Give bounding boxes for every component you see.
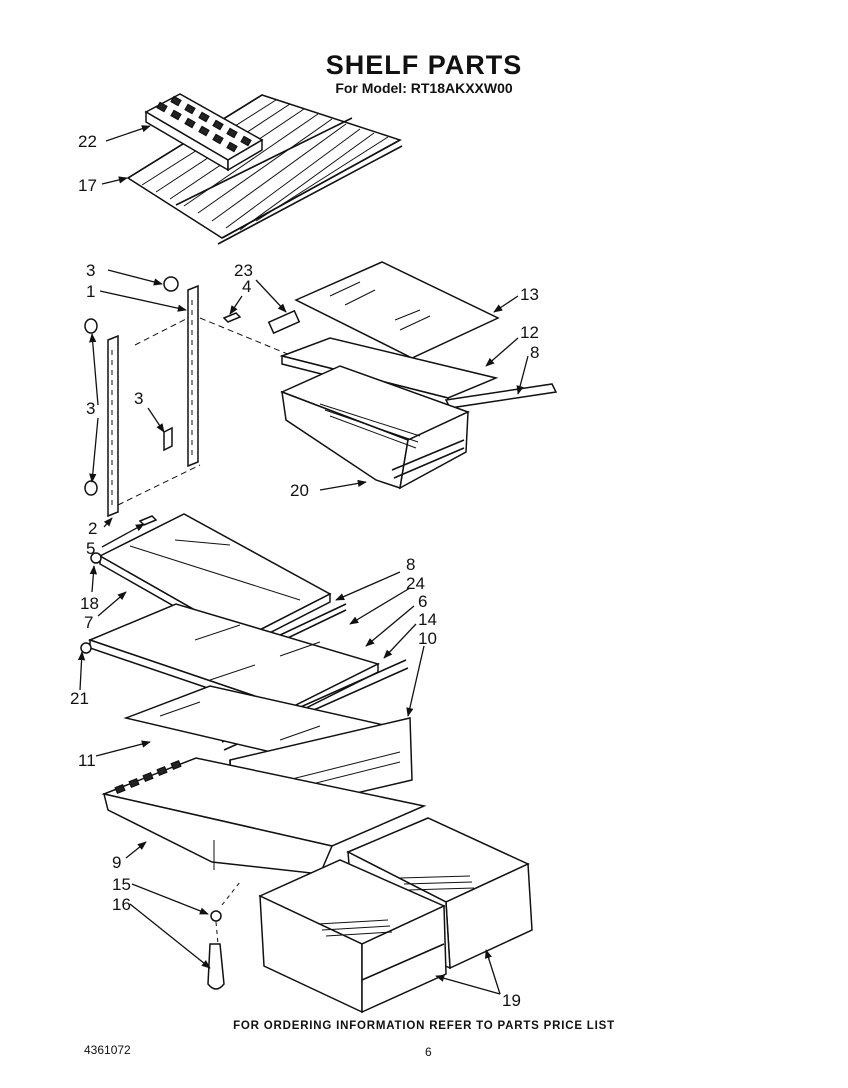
upper-crisper-pan — [280, 365, 470, 490]
callout-20: 20 — [290, 481, 309, 500]
callout-3: 3 — [86, 261, 95, 280]
callout-3-mid: 3 — [134, 389, 143, 408]
ordering-note: FOR ORDERING INFORMATION REFER TO PARTS … — [233, 1020, 615, 1032]
crisper-drawer-left — [258, 859, 447, 1014]
callout-18: 18 — [80, 594, 99, 613]
callout-10: 10 — [418, 629, 437, 648]
callout-12: 12 — [520, 323, 539, 342]
callout-leaders — [77, 125, 529, 995]
callout-14: 14 — [418, 610, 437, 629]
callout-8-mid: 8 — [406, 555, 415, 574]
callout-16: 16 — [112, 895, 131, 914]
callout-19: 19 — [502, 991, 521, 1010]
shelf-ladder-left — [107, 334, 119, 518]
callout-3-left: 3 — [86, 399, 95, 418]
callout-6: 6 — [418, 592, 427, 611]
shelf-ladder-right — [187, 284, 199, 468]
crisper-control-knob — [207, 881, 241, 990]
callout-7: 7 — [84, 613, 93, 632]
callout-labels: 22 17 3 1 23 4 13 12 8 3 3 20 2 5 18 7 8… — [70, 132, 539, 1010]
callout-4: 4 — [242, 277, 251, 296]
callout-1: 1 — [86, 282, 95, 301]
upper-glass-shelf — [267, 261, 500, 359]
page-title: SHELF PARTS — [325, 50, 523, 80]
callout-8: 8 — [530, 343, 539, 362]
callout-23: 23 — [234, 261, 253, 280]
callout-22: 22 — [78, 132, 97, 151]
callout-24: 24 — [406, 574, 425, 593]
callout-9: 9 — [112, 853, 121, 872]
document-number: 4361072 — [84, 1043, 131, 1057]
callout-17: 17 — [78, 176, 97, 195]
callout-21: 21 — [70, 689, 89, 708]
model-subtitle: For Model: RT18AKXXW00 — [335, 80, 513, 96]
ice-cube-tray — [144, 93, 264, 172]
callout-15: 15 — [112, 875, 131, 894]
callout-5: 5 — [86, 539, 95, 558]
callout-11: 11 — [78, 751, 96, 770]
crisper-housing — [101, 757, 427, 875]
callout-2: 2 — [88, 519, 97, 538]
page-number: 6 — [425, 1045, 432, 1059]
callout-13: 13 — [520, 285, 539, 304]
ladder-hardware — [84, 276, 291, 526]
